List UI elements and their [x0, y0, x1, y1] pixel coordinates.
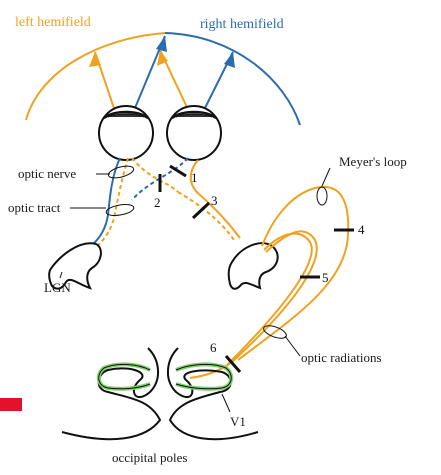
left-hemifield-arc — [25, 32, 166, 121]
optic-radiation-middle — [227, 232, 313, 365]
optic-nerve-ellipse — [107, 165, 135, 179]
lesion-4-number: 4 — [358, 222, 365, 237]
right-field-arrowhead-2 — [224, 52, 235, 68]
left-field-arrowhead-2 — [157, 50, 168, 66]
optic-radiations-label: optic radiations — [301, 350, 382, 365]
lesion-2-number: 2 — [154, 195, 161, 210]
right-optic-tract-orange-dashed — [177, 191, 235, 241]
red-marker — [0, 398, 22, 411]
optic-tract-label: optic tract — [8, 200, 61, 215]
lesion-1-number: 1 — [191, 170, 198, 185]
v1-leader — [221, 393, 231, 413]
crossing-fibers-blue — [131, 157, 189, 201]
lesion-3-mark — [191, 201, 211, 220]
right-occipital-lobe — [167, 347, 259, 441]
right-optic-nerve-orange — [189, 159, 241, 239]
right-eye — [166, 105, 222, 161]
v1-label: V1 — [230, 414, 246, 429]
left-lgn — [48, 242, 102, 290]
left-v1-cortex-outline — [98, 363, 151, 390]
right-hemifield-arc — [164, 32, 301, 126]
meyers-loop-ellipse — [316, 186, 328, 206]
right-hemifield-label: right hemifield — [200, 17, 284, 32]
left-eye — [98, 105, 154, 161]
lesion-6-number: 6 — [210, 340, 217, 355]
left-field-arrowhead-1 — [89, 52, 101, 67]
right-lgn — [227, 242, 279, 290]
right-v1-cortex-outline — [175, 363, 232, 390]
optic-tract-ellipse — [105, 204, 135, 216]
meyers-loop-path — [237, 185, 350, 361]
meyers-loop-label: Meyer's loop — [339, 154, 407, 169]
lesion-3-number: 3 — [211, 193, 218, 208]
right-field-arrowhead-1 — [156, 36, 167, 52]
optic-radiations-leader — [284, 335, 301, 357]
lgn-label: LGN — [44, 280, 71, 295]
left-optic-nerve-blue — [91, 157, 121, 246]
left-hemifield-label: left hemifield — [15, 15, 91, 30]
left-optic-nerve-orange-dashed — [95, 157, 129, 248]
crossing-fibers-orange — [131, 157, 179, 193]
optic-nerve-label: optic nerve — [18, 166, 76, 181]
optic-radiations-ellipse — [263, 325, 287, 339]
meyers-loop-leader — [321, 167, 331, 187]
lesion-6-mark — [224, 355, 242, 373]
radiation-to-v1 — [189, 361, 233, 379]
lesion-1-mark — [169, 164, 187, 178]
lgn-leader — [59, 271, 63, 279]
occipital-poles-label: occipital poles — [112, 450, 187, 465]
lesion-5-number: 5 — [322, 270, 329, 285]
left-occipital-lobe — [61, 347, 162, 441]
